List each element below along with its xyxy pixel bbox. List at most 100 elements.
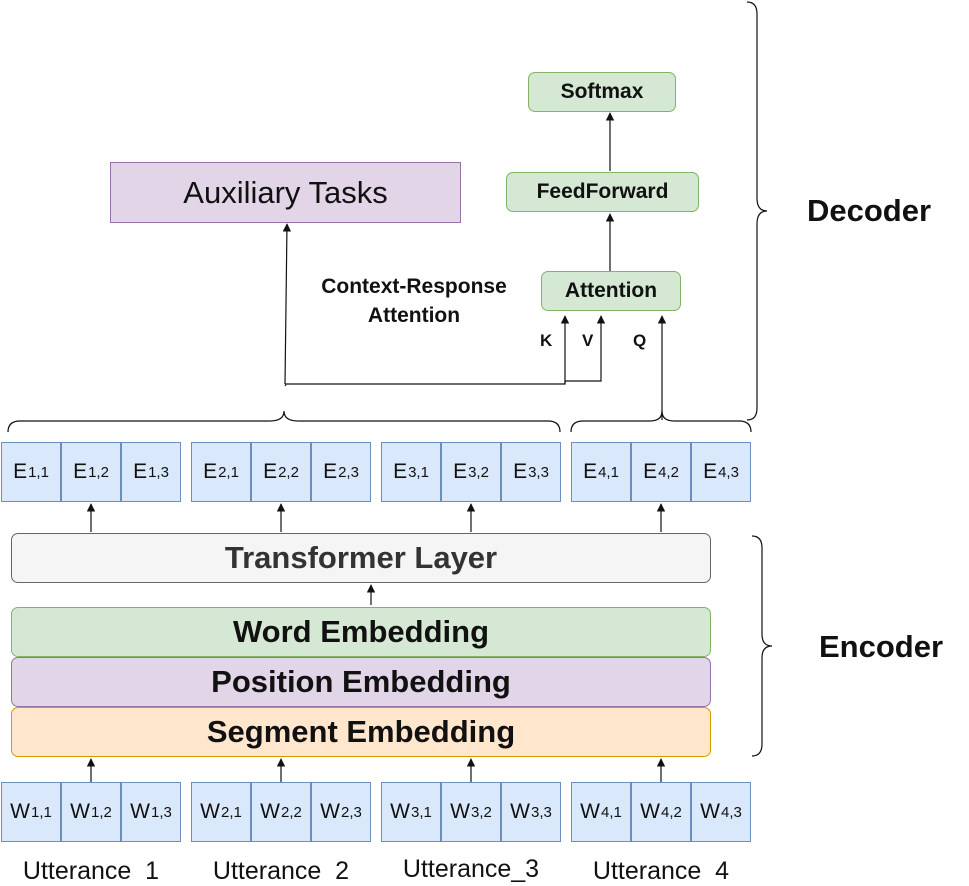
output-embedding-cell-symbol: E <box>13 460 28 483</box>
output-embedding-cell-index: 2,3 <box>338 463 359 481</box>
input-token-cell-index: 1,2 <box>90 803 112 821</box>
output-embedding-cell-index: 3,3 <box>528 463 549 481</box>
output-embedding-cell-index: 4,2 <box>658 463 679 481</box>
context-brace <box>7 410 561 433</box>
output-embedding-cell-symbol: E <box>703 460 718 483</box>
output-embedding-cell-symbol: E <box>393 460 408 483</box>
feedforward-block: FeedForward <box>506 172 699 212</box>
position-embedding-block: Position Embedding <box>11 657 711 707</box>
output-embedding-cell-index: 2,2 <box>278 463 299 481</box>
input-token-cell-symbol: W <box>700 800 720 823</box>
input-token-cell-index: 3,3 <box>530 803 552 821</box>
input-token-cell-symbol: W <box>640 800 660 823</box>
input-token-cell-index: 4,1 <box>600 803 622 821</box>
auxiliary-tasks-label: Auxiliary Tasks <box>183 174 388 210</box>
input-token-cell-index: 3,2 <box>470 803 492 821</box>
output-embedding-cell-index: 4,1 <box>598 463 619 481</box>
context-response-attention-line-2: Attention <box>367 304 461 327</box>
input-token-cell-symbol: W <box>10 800 30 823</box>
input-token-cell-index: 3,1 <box>410 803 432 821</box>
output-embedding-cell-symbol: E <box>133 460 148 483</box>
word-embedding-block: Word Embedding <box>11 607 711 657</box>
transformer-layer-label: Transformer Layer <box>224 540 498 575</box>
input-token-cell-index: 1,3 <box>150 803 172 821</box>
input-token-cell-index: 4,3 <box>720 803 742 821</box>
output-embedding-cell-index: 3,1 <box>408 463 429 481</box>
output-embedding-cell-index: 1,2 <box>88 463 109 481</box>
output-embedding-cell-symbol: E <box>203 460 218 483</box>
utterance-caption-1: Utterance 1 <box>22 857 160 885</box>
input-k-label: K <box>540 331 553 350</box>
input-token-cell-symbol: W <box>200 800 220 823</box>
output-embedding-cell-symbol: E <box>73 460 88 483</box>
context-response-attention-label: Context-Response Attention <box>299 272 529 330</box>
output-embedding-cell-symbol: E <box>583 460 598 483</box>
feedforward-label: FeedForward <box>536 180 669 203</box>
decoder-brace <box>746 1 768 421</box>
input-token-cell-index: 4,2 <box>660 803 682 821</box>
output-embedding-cell-index: 3,2 <box>468 463 489 481</box>
segment-embedding-block: Segment Embedding <box>11 707 711 757</box>
output-embedding-cell-symbol: E <box>263 460 278 483</box>
attention-block: Attention <box>541 271 681 311</box>
input-token-cell-symbol: W <box>130 800 150 823</box>
position-embedding-label: Position Embedding <box>211 664 511 699</box>
arrow-v <box>564 315 606 384</box>
input-token-cell-symbol: W <box>390 800 410 823</box>
utterance-caption-3: Utterance_3 <box>402 855 540 883</box>
context-response-attention-line-1: Context-Response <box>321 275 507 298</box>
response-brace <box>570 410 752 433</box>
input-q-label: Q <box>633 331 647 350</box>
output-embedding-cell-index: 1,3 <box>148 463 169 481</box>
output-embedding-cell-symbol: E <box>643 460 658 483</box>
input-token-cell-index: 2,2 <box>280 803 302 821</box>
input-token-cell-index: 1,1 <box>30 803 52 821</box>
input-v-label: V <box>582 331 594 350</box>
input-token-cell-symbol: W <box>510 800 530 823</box>
arrow-to-auxiliary <box>282 223 292 385</box>
output-embedding-cell-index: 1,1 <box>28 463 49 481</box>
input-token-cell-symbol: W <box>320 800 340 823</box>
input-token-cell-index: 2,1 <box>220 803 242 821</box>
input-token-cell-symbol: W <box>580 800 600 823</box>
input-token-cell-index: 2,3 <box>340 803 362 821</box>
output-embedding-cell-index: 2,1 <box>218 463 239 481</box>
transformer-layer-block: Transformer Layer <box>11 533 711 583</box>
output-embedding-cell-symbol: E <box>513 460 528 483</box>
output-embedding-cell-symbol: E <box>453 460 468 483</box>
decoder-label: Decoder <box>807 193 932 228</box>
softmax-label: Softmax <box>560 80 644 103</box>
encoder-label: Encoder <box>819 629 944 664</box>
utterance-caption-2: Utterance 2 <box>212 857 350 885</box>
softmax-block: Softmax <box>528 72 676 112</box>
input-token-cell-symbol: W <box>260 800 280 823</box>
segment-embedding-label: Segment Embedding <box>206 714 516 749</box>
input-token-cell-symbol: W <box>70 800 90 823</box>
utterance-caption-4: Utterance 4 <box>592 857 730 885</box>
encoder-brace <box>751 535 773 757</box>
